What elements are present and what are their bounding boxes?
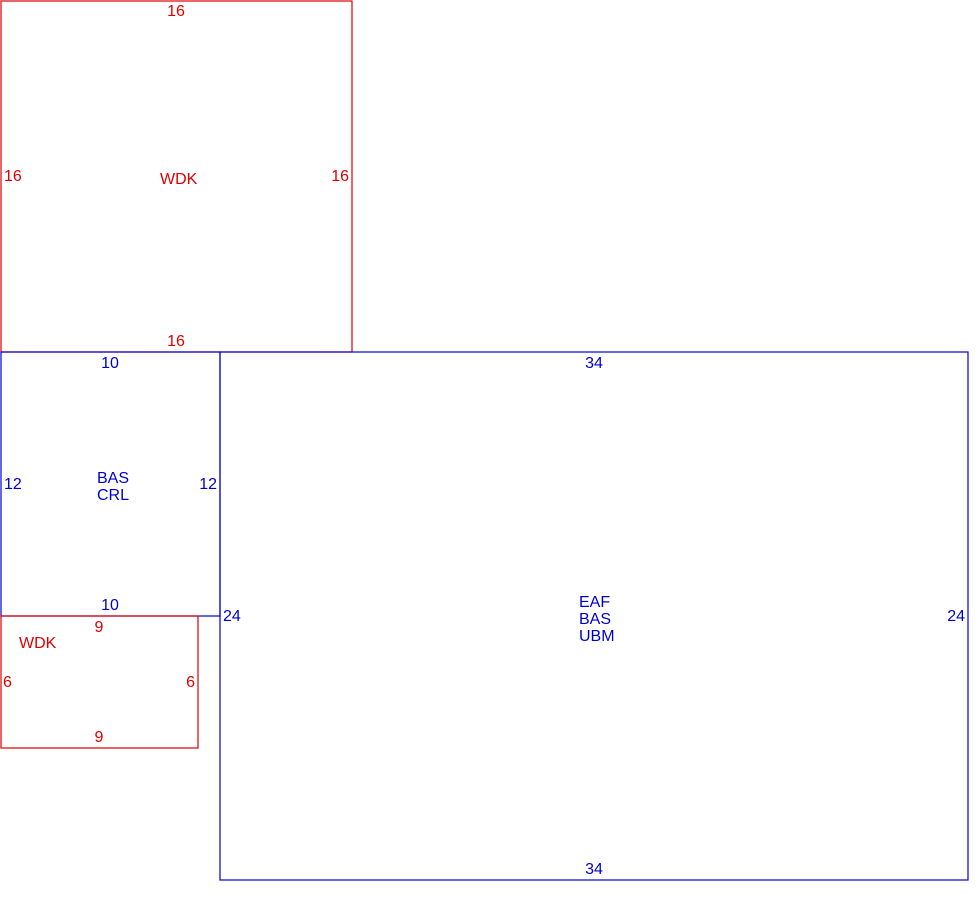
- dim-left: 6: [3, 674, 12, 691]
- dim-left: 24: [223, 608, 241, 625]
- room-code: WDK: [160, 171, 198, 188]
- room-code: EAF: [579, 594, 610, 611]
- room-eaf-bas-ubm: 34 34 24 24 EAF BAS UBM: [219, 351, 969, 881]
- room-outline: [219, 351, 969, 881]
- dim-bottom: 9: [95, 729, 104, 746]
- dim-bottom: 10: [101, 597, 119, 614]
- room-code: CRL: [97, 487, 129, 504]
- room-wdk-small: 9 9 6 6 WDK: [0, 615, 199, 749]
- dim-bottom: 16: [167, 333, 185, 350]
- dim-right: 24: [947, 608, 965, 625]
- room-bas-crl: 10 10 12 12 BAS CRL: [0, 351, 221, 617]
- room-code: UBM: [579, 628, 615, 645]
- dim-top: 34: [585, 355, 603, 372]
- dim-top: 10: [101, 355, 119, 372]
- room-code: BAS: [97, 470, 129, 487]
- room-outline: [0, 615, 199, 749]
- dim-left: 12: [4, 476, 22, 493]
- room-wdk-large: 16 16 16 16 WDK: [0, 0, 353, 353]
- dim-right: 16: [331, 168, 349, 185]
- dim-right: 12: [199, 476, 217, 493]
- room-code: WDK: [19, 635, 57, 652]
- dim-right: 6: [186, 674, 195, 691]
- room-code: BAS: [579, 611, 611, 628]
- dim-left: 16: [4, 168, 22, 185]
- dim-top: 16: [167, 3, 185, 20]
- dim-bottom: 34: [585, 861, 603, 878]
- dim-top: 9: [95, 619, 104, 636]
